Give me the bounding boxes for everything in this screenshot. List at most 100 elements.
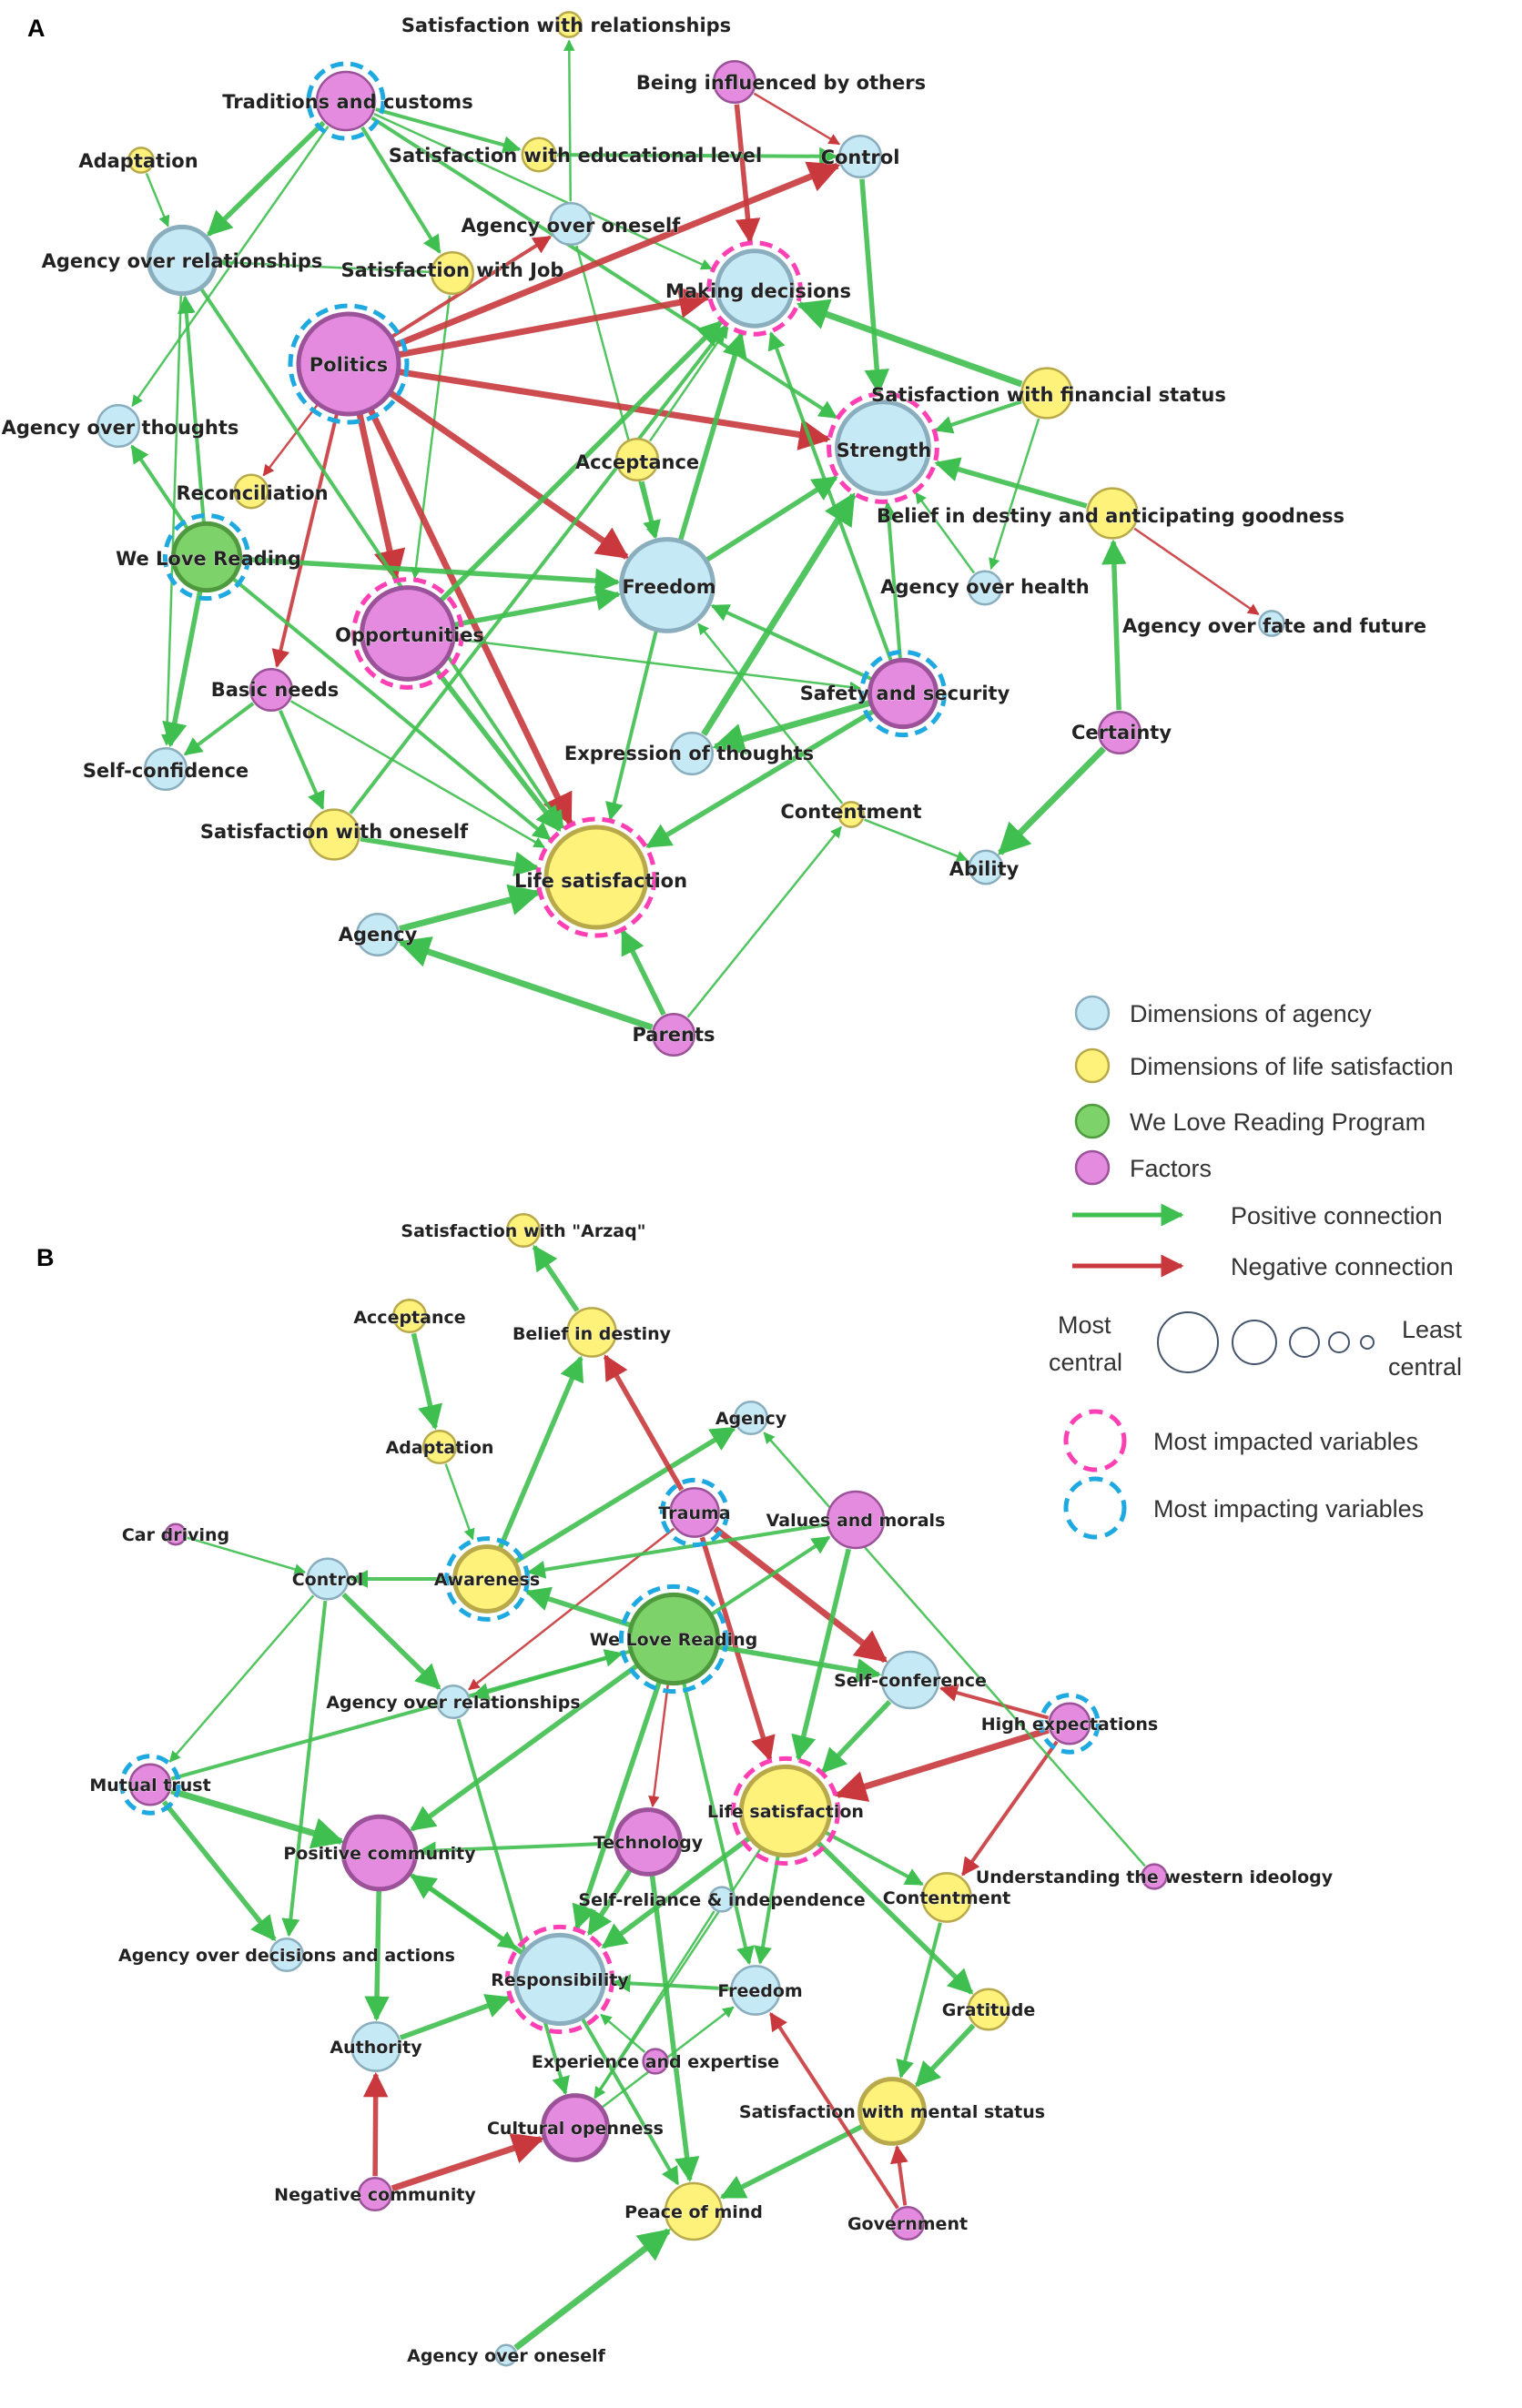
graph-a-label-expression: Expression of thoughts xyxy=(564,743,814,764)
legend-label-program: We Love Reading Program xyxy=(1130,1108,1426,1136)
positive-edge-freedom-to-responsibility xyxy=(612,1974,730,1993)
positive-edge-self_reliance-to-cultural xyxy=(594,1910,715,2099)
positive-edge-control-to-agency_decisions xyxy=(281,1600,328,1938)
graph-b-label-awareness: Awareness xyxy=(434,1570,540,1590)
positive-edge-belief_destiny-to-sat_arzaq xyxy=(532,1244,580,1312)
graph-b-node-understanding xyxy=(1141,1863,1168,1890)
legend-impacting-ring xyxy=(1063,1476,1127,1540)
negative-edge-government-to-sat_mental xyxy=(889,2145,908,2206)
negative-edge-politics-to-reconciliation xyxy=(262,404,319,477)
negative-edge-high_exp-to-self_conf xyxy=(939,1684,1050,1720)
graph-a-node-agency_rel xyxy=(146,224,218,297)
graph-b-labels: Satisfaction with "Arzaq"AcceptanceBelie… xyxy=(89,1221,1334,2367)
graph-b-label-responsibility: Responsibility xyxy=(491,1970,629,1990)
negative-edge-politics-to-life_sat xyxy=(368,409,573,826)
graph-a-node-sat_job xyxy=(430,250,475,296)
negative-edge-politics-to-making_decisions xyxy=(399,287,712,359)
graph-b-label-freedom: Freedom xyxy=(717,1981,802,2001)
positive-edge-acceptance-to-adaptation xyxy=(411,1332,443,1431)
graph-a-impacted-ring-making_decisions xyxy=(706,240,803,337)
graph-a-label-strength: Strength xyxy=(837,440,932,461)
legend-label-life: Dimensions of life satisfaction xyxy=(1130,1053,1454,1080)
graph-a-label-reconciliation: Reconciliation xyxy=(176,482,328,504)
graph-b-node-government xyxy=(889,2205,926,2241)
graph-a-label-contentment: Contentment xyxy=(780,801,921,823)
positive-edge-contentment-to-ability xyxy=(864,818,969,862)
positive-edge-contentment-to-freedom xyxy=(697,622,844,804)
positive-edge-basic_needs-to-sat_oneself xyxy=(279,709,325,811)
legend-impacted-ring xyxy=(1063,1409,1127,1472)
positive-edge-awareness-to-belief_destiny xyxy=(498,1355,584,1549)
legend-label-impacted: Most impacted variables xyxy=(1153,1428,1418,1455)
positive-edge-mutual_trust-to-agency_decisions xyxy=(161,1800,277,1942)
graph-b-label-understanding: Understanding the western ideology xyxy=(976,1867,1334,1887)
positive-edge-freedom-to-making_decisions xyxy=(678,331,747,541)
graph-a-impacted-ring-strength xyxy=(827,391,939,504)
graph-b-label-negative_comm: Negative community xyxy=(274,2185,476,2205)
positive-edge-responsibility-to-positive_comm xyxy=(410,1873,524,1956)
graph-a-label-traditions: Traditions and customs xyxy=(222,91,472,113)
positive-edge-wlr-to-life_sat xyxy=(232,577,552,841)
positive-edge-agency_rel-to-life_sat xyxy=(199,288,564,829)
graph-b-label-peace: Peace of mind xyxy=(624,2202,763,2222)
graph-b-label-cultural: Cultural openness xyxy=(487,2119,664,2139)
legend-label-negative: Negative connection xyxy=(1231,1253,1454,1280)
negative-edge-negative_comm-to-authority xyxy=(362,2071,389,2177)
graph-b-label-technology: Technology xyxy=(594,1833,704,1853)
graph-b-label-gratitude: Gratitude xyxy=(942,2000,1035,2020)
graph-a-node-control xyxy=(837,134,883,179)
positive-edge-opportunities-to-life_sat xyxy=(434,669,562,832)
positive-edge-wlr-to-values xyxy=(711,1535,831,1615)
legend-least-central-2: central xyxy=(1388,1353,1462,1381)
graph-b-label-car_driving: Car driving xyxy=(122,1525,229,1545)
graph-a-node-sat_edu xyxy=(521,137,557,173)
positive-edge-values-to-awareness xyxy=(526,1523,827,1579)
positive-edge-agency_health-to-strength xyxy=(915,491,976,574)
graph-a-node-parents xyxy=(651,1012,696,1057)
positive-edge-experience-to-responsibility xyxy=(600,2013,646,2053)
positive-edge-technology-to-peace xyxy=(649,1875,700,2182)
graph-a-node-expression xyxy=(669,731,715,776)
negative-edge-politics-to-opportunities xyxy=(356,413,406,582)
graph-a-label-certainty: Certainty xyxy=(1071,722,1172,744)
graph-a-label-sat_rel: Satisfaction with relationships xyxy=(401,15,731,36)
positive-edge-life_sat-to-freedom xyxy=(754,1856,780,1965)
graph-b-node-negative_comm xyxy=(357,2176,393,2212)
legend-label-agency: Dimensions of agency xyxy=(1130,1000,1372,1027)
negative-edge-high_exp-to-contentment xyxy=(961,1740,1059,1877)
negative-edge-politics-to-control xyxy=(395,161,841,348)
graph-b-node-responsibility xyxy=(512,1932,607,2027)
positive-edge-parents-to-life_sat xyxy=(620,928,666,1016)
legend-size-s xyxy=(1328,1331,1350,1353)
positive-edge-safety-to-freedom xyxy=(710,603,872,681)
positive-edge-life_sat-to-responsibility xyxy=(601,1836,751,1949)
graph-a-node-agency xyxy=(355,912,401,957)
graph-b-label-authority: Authority xyxy=(330,2038,422,2058)
negative-edge-high_exp-to-life_sat xyxy=(834,1726,1050,1802)
graph-b-node-awareness xyxy=(452,1544,522,1614)
graph-b-node-mutual_trust xyxy=(128,1763,172,1806)
positive-edge-life_sat-to-gratitude xyxy=(817,1841,974,1995)
positive-edge-basic_needs-to-life_sat xyxy=(289,700,545,849)
graph-b-label-contentment: Contentment xyxy=(883,1888,1010,1908)
graph-a-node-certainty xyxy=(1097,710,1142,755)
positive-edge-wlr-to-self_conf xyxy=(718,1644,882,1684)
graph-a-label-self_confidence: Self-confidence xyxy=(83,760,249,782)
graph-b-impacting-ring-wlr xyxy=(618,1583,729,1695)
graph-a-node-making_decisions xyxy=(715,248,795,329)
graph-a-node-adaptation xyxy=(127,147,155,174)
graph-b-node-self_reliance xyxy=(708,1886,736,1913)
positive-edge-wlr-to-positive_comm xyxy=(410,1664,638,1832)
legend-label-impacting: Most impacting variables xyxy=(1153,1495,1424,1523)
graph-a-label-life_sat: Life satisfaction xyxy=(514,870,687,892)
graph-a-impacted-ring-life_sat xyxy=(535,816,657,938)
positive-edge-agency_rel-to-self_confidence xyxy=(160,295,183,746)
legend-size-l xyxy=(1232,1320,1277,1365)
graph-b-label-mutual_trust: Mutual trust xyxy=(89,1776,210,1796)
negative-edge-influenced-to-making_decisions xyxy=(734,104,761,244)
graph-a-node-sat_oneself xyxy=(308,808,360,861)
positive-edge-acceptance-to-freedom xyxy=(640,481,661,540)
positive-edge-adaptation-to-awareness xyxy=(444,1463,475,1541)
positive-edge-opportunities-to-freedom xyxy=(454,585,622,628)
